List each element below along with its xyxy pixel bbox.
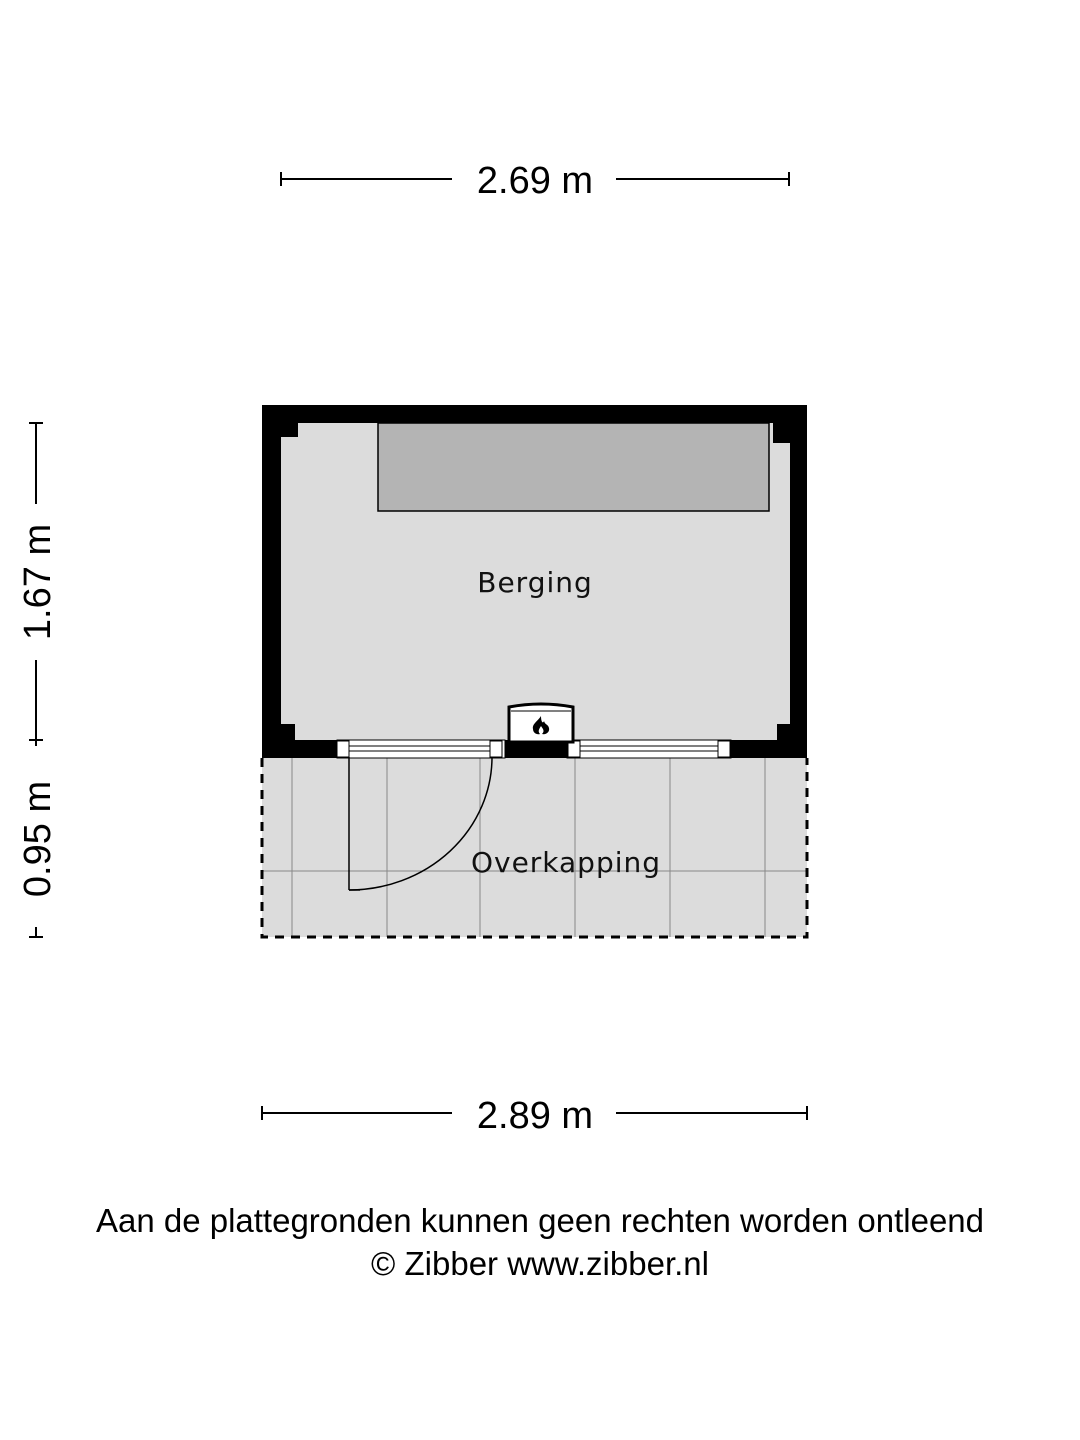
dimension-top-label: 2.69 m	[477, 160, 593, 202]
door	[348, 756, 493, 891]
heater	[507, 702, 575, 744]
room-label-berging: Berging	[477, 566, 593, 599]
window-right	[566, 739, 732, 759]
dimension-berging-depth-label: 1.67 m	[17, 524, 59, 640]
window-left	[336, 739, 506, 759]
overkapping-area	[260, 758, 809, 939]
copyright-text: © Zibber www.zibber.nl	[371, 1245, 709, 1282]
disclaimer-text: Aan de plattegronden kunnen geen rechten…	[95, 1202, 985, 1239]
dimension-overkapping-depth-label: 0.95 m	[17, 781, 59, 897]
flame-icon	[532, 716, 550, 735]
dimension-top: 2.69 m	[280, 160, 790, 202]
room-label-overkapping: Overkapping	[471, 846, 661, 879]
wall-segment	[505, 740, 567, 758]
dimension-bottom-label: 2.89 m	[477, 1095, 593, 1137]
dimension-left: 1.67 m 0.95 m	[17, 422, 59, 938]
workbench	[377, 422, 770, 512]
dimension-bottom: 2.89 m	[261, 1095, 808, 1137]
berging-room	[262, 405, 807, 758]
